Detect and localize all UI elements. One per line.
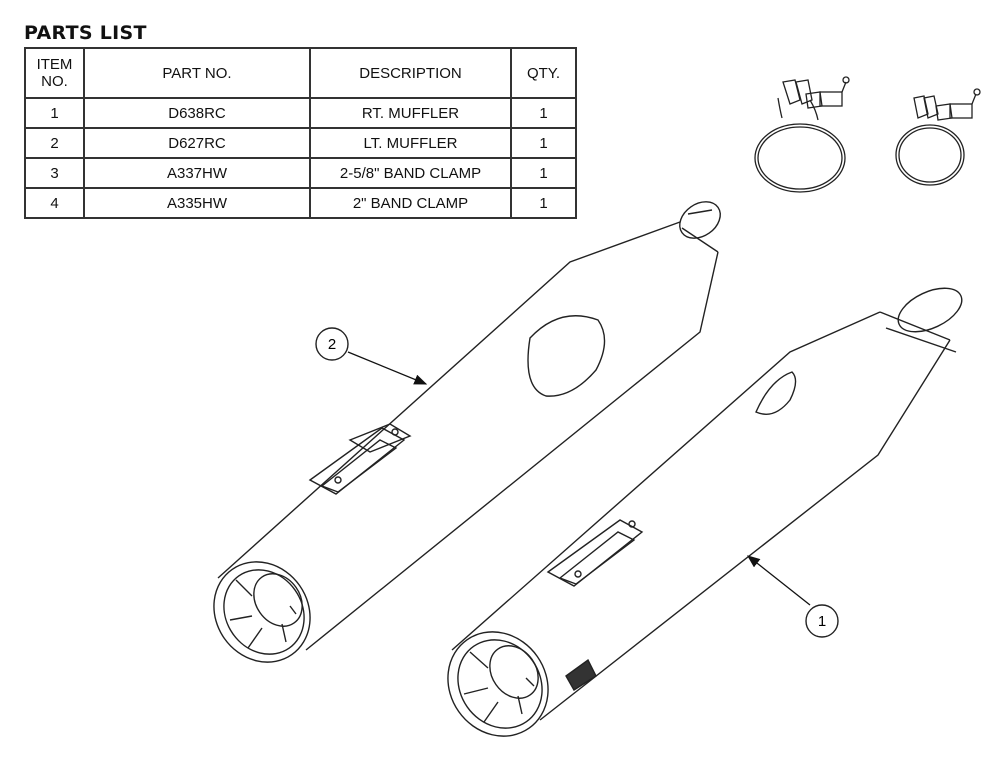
callout-item-1: 1 [746,555,839,638]
callout-2-label: 2 [328,336,336,353]
cell-description: RT. MUFFLER [309,97,512,129]
table-row: 4 A335HW 2" BAND CLAMP 1 [24,187,577,219]
cell-description: LT. MUFFLER [309,127,512,159]
parts-list-title: PARTS LIST [24,22,147,44]
cell-description: 2-5/8" BAND CLAMP [309,157,512,189]
header-item-no-line1: ITEM [36,56,73,73]
cell-item-no: 3 [24,157,85,189]
header-part-no: PART NO. [83,47,311,99]
band-clamp-small [895,88,981,186]
cell-part-no: A335HW [83,187,311,219]
cell-qty: 1 [510,127,577,159]
header-item-no: ITEM NO. [24,47,85,99]
right-muffler [447,287,963,737]
table-row: 2 D627RC LT. MUFFLER 1 [24,127,577,159]
cell-item-no: 1 [24,97,85,129]
callout-item-2: 2 [315,327,428,385]
callout-1-label: 1 [818,613,826,630]
header-description: DESCRIPTION [309,47,512,99]
header-item-no-line2: NO. [41,73,68,90]
cell-qty: 1 [510,157,577,189]
cell-part-no: D627RC [83,127,311,159]
cell-qty: 1 [510,187,577,219]
cell-qty: 1 [510,97,577,129]
cell-part-no: A337HW [83,157,311,189]
table-row: 1 D638RC RT. MUFFLER 1 [24,97,577,129]
header-qty: QTY. [510,47,577,99]
cell-item-no: 2 [24,127,85,159]
cell-description: 2" BAND CLAMP [309,187,512,219]
cell-part-no: D638RC [83,97,311,129]
cell-item-no: 4 [24,187,85,219]
band-clamp-large [754,76,850,193]
left-muffler [213,201,721,663]
table-header-row: ITEM NO. PART NO. DESCRIPTION QTY. [24,47,577,99]
table-row: 3 A337HW 2-5/8" BAND CLAMP 1 [24,157,577,189]
parts-list-table: ITEM NO. PART NO. DESCRIPTION QTY. 1 D63… [24,47,577,219]
